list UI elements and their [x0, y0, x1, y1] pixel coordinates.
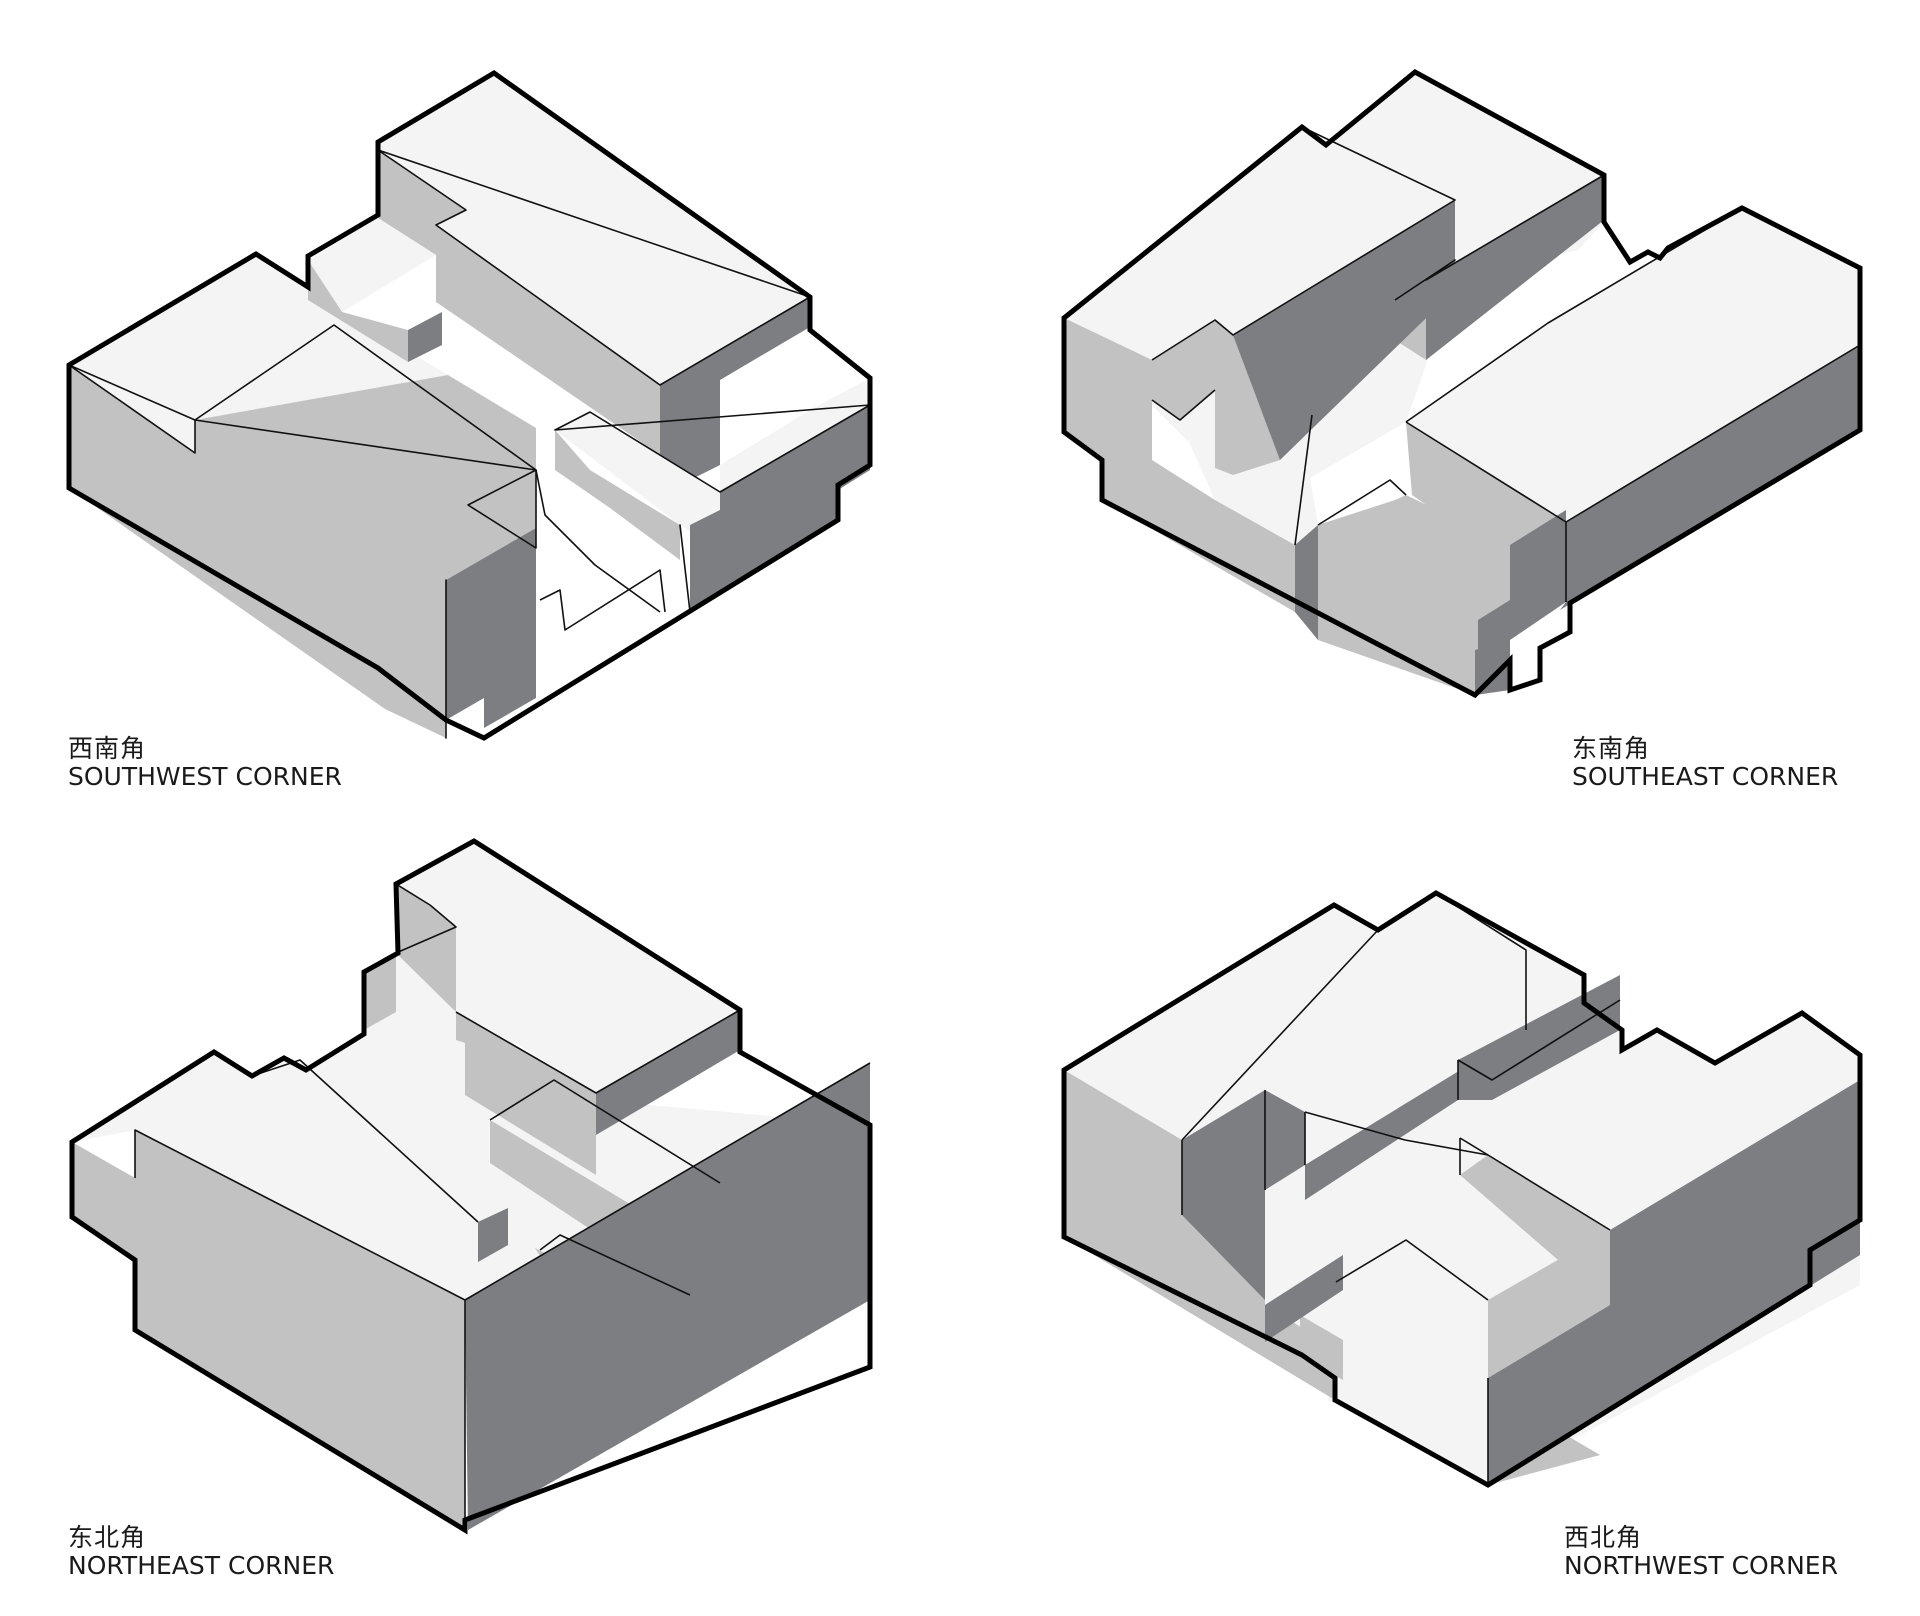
caption-southwest: 西南角 SOUTHWEST CORNER: [68, 734, 342, 792]
caption-southeast-en: SOUTHEAST CORNER: [1572, 762, 1839, 792]
massing-southwest-corner: [66, 70, 873, 741]
caption-southwest-zh: 西南角: [68, 734, 147, 763]
massing-northwest-corner: [1061, 890, 1863, 1488]
caption-northwest: 西北角 NORTHWEST CORNER: [1564, 1523, 1838, 1581]
massing-northeast-corner: [69, 838, 873, 1535]
caption-southeast-zh: 东南角: [1572, 734, 1651, 763]
massing-southeast-corner: [1061, 68, 1863, 699]
caption-southeast: 东南角 SOUTHEAST CORNER: [1572, 734, 1839, 792]
caption-northwest-zh: 西北角: [1564, 1523, 1643, 1552]
caption-northeast: 东北角 NORTHEAST CORNER: [68, 1523, 335, 1581]
caption-northwest-en: NORTHWEST CORNER: [1564, 1551, 1838, 1581]
caption-southwest-en: SOUTHWEST CORNER: [68, 762, 342, 792]
caption-northeast-zh: 东北角: [68, 1523, 147, 1552]
caption-northeast-en: NORTHEAST CORNER: [68, 1551, 335, 1581]
